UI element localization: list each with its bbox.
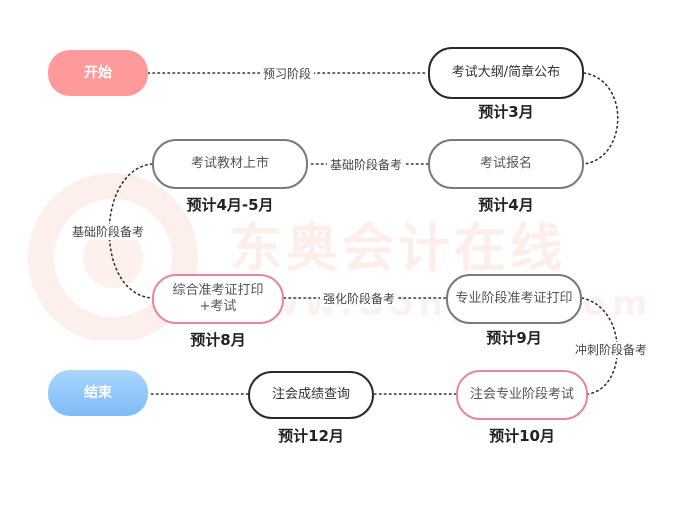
watermark-brand: 东奥会计在线 (230, 219, 567, 279)
edge-label-basic-top: 基础阶段备考 (327, 157, 406, 173)
estimate-comprehensive: 预计8月 (190, 331, 246, 349)
end-node: 结束 (48, 370, 148, 416)
connector-textbook-comprehensive (108, 163, 153, 299)
start-node: 开始 (48, 50, 148, 96)
node-professional-exam: 注会专业阶段考试 (456, 370, 588, 420)
node-score-query: 注会成绩查询 (248, 371, 374, 419)
node-professional-ticket: 专业阶段准考证打印 (446, 274, 582, 324)
estimate-professional-exam: 预计10月 (489, 427, 555, 445)
edge-label-preview: 预习阶段 (260, 66, 315, 82)
edge-label-strengthen: 强化阶段备考 (320, 291, 399, 307)
estimate-professional-ticket: 预计9月 (486, 329, 542, 347)
connector-outline-registration (583, 72, 619, 165)
estimate-outline: 预计3月 (478, 103, 534, 121)
estimate-registration: 预计4月 (478, 196, 534, 214)
edge-label-sprint: 冲刺阶段备考 (572, 342, 651, 358)
estimate-textbook: 预计4月-5月 (186, 196, 274, 214)
watermark-logo (28, 173, 198, 340)
node-exam-outline: 考试大纲/简章公布 (428, 47, 584, 99)
node-textbook: 考试教材上市 (152, 139, 308, 189)
edge-label-basic-left: 基础阶段备考 (69, 224, 148, 240)
node-registration: 考试报名 (428, 139, 584, 189)
estimate-score-query: 预计12月 (278, 427, 344, 445)
node-comprehensive-ticket: 综合准考证打印 +考试 (152, 274, 284, 324)
